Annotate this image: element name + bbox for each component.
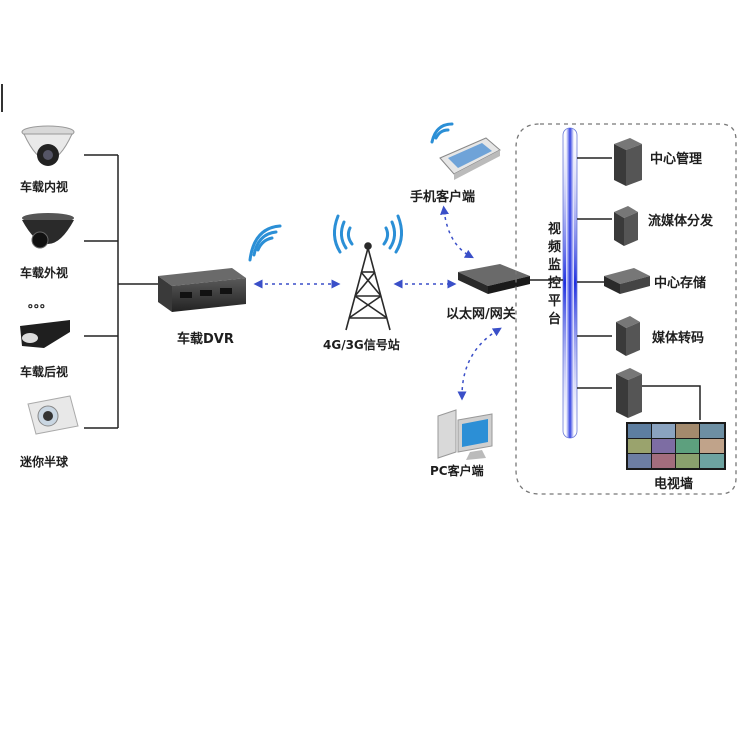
camera-ellipsis: 。。。	[28, 296, 52, 310]
camera-label-mini-dome: 迷你半球	[19, 454, 69, 469]
camera-dome-icon	[21, 125, 75, 166]
tvwall-label: 电视墙	[654, 476, 693, 492]
camera-exterior-icon	[22, 213, 74, 249]
platform-label: 视 频 监 控 平 台	[548, 221, 561, 327]
dashed-link-gateway-pc	[457, 327, 502, 401]
tower-wave-right-icon	[382, 214, 403, 254]
dvr-label: 车载DVR	[177, 331, 234, 347]
wifi-phone-icon	[430, 122, 454, 144]
pc-icon	[437, 409, 493, 460]
phone-label: 手机客户端	[410, 189, 475, 205]
gateway-icon	[458, 264, 530, 294]
server-display-icon	[616, 368, 642, 418]
server-streaming-icon	[614, 206, 638, 246]
server-label-management: 中心管理	[650, 151, 702, 167]
server-storage-icon	[604, 268, 650, 294]
platform-boundary	[515, 123, 737, 495]
dashed-link-phone-gateway	[440, 205, 474, 259]
tower-wave-left-icon	[333, 214, 354, 254]
camera-mini-dome-icon	[27, 395, 79, 435]
server-label-storage: 中心存储	[654, 275, 706, 291]
server-label-transcode: 媒体转码	[652, 330, 704, 346]
phone-icon	[439, 137, 501, 180]
wifi-signal-icon	[248, 224, 282, 262]
pc-label: PC客户端	[430, 463, 484, 478]
platform-bus-core	[566, 128, 574, 438]
platform-char-3: 控	[548, 275, 561, 291]
link-server-tvwall	[642, 385, 701, 420]
server-transcode-icon	[616, 316, 640, 356]
server-label-streaming: 流媒体分发	[648, 213, 714, 229]
tv-wall-icon	[626, 422, 726, 470]
platform-char-5: 台	[548, 311, 561, 327]
camera-bracket	[84, 154, 160, 429]
tower-label: 4G/3G信号站	[323, 337, 400, 352]
platform-char-4: 平	[548, 294, 561, 309]
platform-char-0: 视	[548, 221, 561, 237]
gateway-label: 以太网/网关	[446, 306, 516, 322]
dvr-icon	[158, 268, 246, 312]
camera-label-exterior: 车载外视	[20, 265, 68, 280]
platform-char-2: 监	[548, 257, 561, 273]
camera-label-rear: 车载后视	[20, 364, 68, 379]
camera-label-interior: 车载内视	[20, 179, 68, 194]
signal-tower-icon	[345, 242, 391, 331]
camera-rear-icon	[20, 320, 70, 348]
server-management-icon	[614, 138, 642, 186]
platform-char-1: 频	[548, 239, 561, 255]
